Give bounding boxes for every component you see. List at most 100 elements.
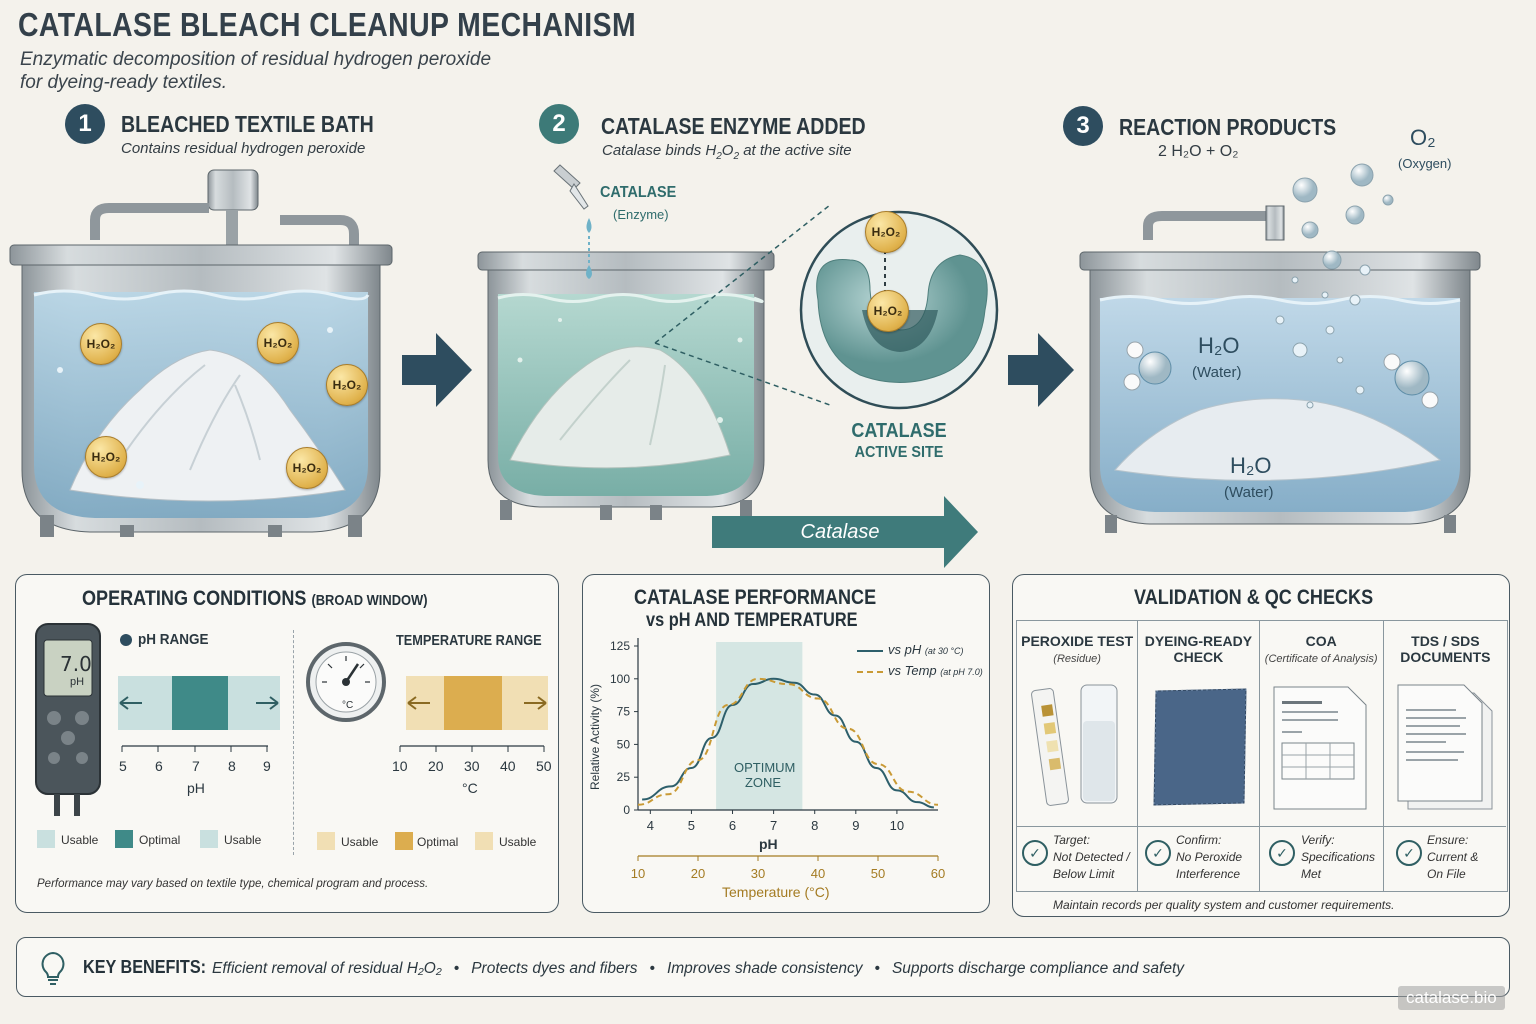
- temp-tick: 20: [428, 758, 444, 774]
- validation-note: Maintain records per quality system and …: [1053, 898, 1395, 912]
- qc-grid: PEROXIDE TEST (Residue) DYEING-READY CHE…: [1016, 620, 1508, 892]
- chart-xlabel-ph: pH: [759, 836, 778, 852]
- temp-axis-unit: °C: [462, 780, 478, 796]
- h2o2-molecule: H₂O₂: [257, 322, 299, 364]
- ph-tick: 7: [192, 758, 200, 774]
- step-3-number: 3: [1063, 106, 1103, 146]
- temp-tick: 50: [536, 758, 552, 774]
- active-site-label: CATALASE: [851, 420, 947, 442]
- legend-swatch-usable: [475, 832, 493, 850]
- arrow-1-icon: [402, 333, 472, 407]
- catalase-flow-arrow: [712, 496, 978, 568]
- validation-title: VALIDATION & QC CHECKS: [1134, 586, 1374, 609]
- oxygen-sublabel: (Oxygen): [1398, 156, 1452, 171]
- ph-axis-tick-label: 9: [852, 818, 859, 833]
- h2o2-bound-molecule: H₂O₂: [867, 290, 909, 332]
- water-label: H₂O: [1230, 453, 1272, 478]
- ph-axis-tick-label: 5: [688, 818, 695, 833]
- legend-usable: Usable: [61, 833, 99, 847]
- y-tick-label: 75: [617, 705, 631, 719]
- h2o2-molecule: H₂O₂: [865, 211, 907, 253]
- ph-meter-value: 7.0: [60, 652, 92, 676]
- water-sublabel: (Water): [1192, 364, 1242, 381]
- water-sublabel: (Water): [1224, 484, 1274, 501]
- qc-divider: [1016, 826, 1506, 827]
- legend-swatch-usable: [317, 832, 335, 850]
- temp-axis-tick-label: 50: [871, 866, 885, 881]
- qc-tds-sds: TDS / SDS DOCUMENTS: [1384, 621, 1507, 891]
- page-title: CATALASE BLEACH CLEANUP MECHANISM: [18, 6, 637, 43]
- page-subtitle: Enzymatic decomposition of residual hydr…: [20, 49, 492, 93]
- ph-axis-unit: pH: [187, 780, 205, 796]
- lightbulb-icon: [41, 951, 65, 985]
- h2o2-molecule: H₂O₂: [80, 323, 122, 365]
- oxygen-label: O₂: [1410, 125, 1436, 150]
- key-benefits-bar: [16, 937, 1510, 997]
- benefits-label: KEY BENEFITS:: [83, 957, 207, 977]
- qc-coa: COA (Certificate of Analysis): [1260, 621, 1384, 891]
- check-icon: ✓: [1396, 840, 1422, 866]
- ph-axis-tick-label: 6: [729, 818, 736, 833]
- series-line-ph: [642, 677, 934, 809]
- h2o2-molecule: H₂O₂: [326, 364, 368, 406]
- tank-3: [1079, 163, 1481, 533]
- step-2-number: 2: [539, 104, 579, 144]
- temp-tick: 10: [392, 758, 408, 774]
- y-tick-label: 50: [617, 737, 631, 751]
- temp-axis-tick-label: 10: [631, 866, 645, 881]
- step-2-title: CATALASE ENZYME ADDED: [601, 113, 866, 139]
- y-tick-label: 100: [610, 672, 630, 686]
- step-3-title: REACTION PRODUCTS: [1119, 114, 1337, 140]
- arrow-2-icon: [1008, 333, 1074, 407]
- catalase-arrow-label: Catalase: [800, 521, 880, 543]
- optimum-zone: [716, 642, 803, 810]
- info-icon: [120, 634, 132, 646]
- legend-swatch-usable: [200, 830, 218, 848]
- test-strip-icon: [1031, 684, 1118, 806]
- legend-line-ph: [857, 650, 883, 652]
- qc-foot-peroxide: Target:Not Detected /Below Limit: [1053, 833, 1130, 881]
- benefits-list: Efficient removal of residual H₂O₂• Prot…: [212, 960, 1185, 977]
- legend-swatch-usable: [37, 830, 55, 848]
- legend-line-temp: [857, 671, 883, 673]
- thermometer-gauge-icon: [306, 642, 386, 722]
- chart-xlabel-temp: Temperature (°C): [722, 884, 830, 900]
- temp-tick: 40: [500, 758, 516, 774]
- ph-axis-tick-label: 4: [647, 818, 654, 833]
- documents-icon: [1397, 684, 1493, 810]
- ph-tick: 6: [155, 758, 163, 774]
- benefit-item: Efficient removal of residual H₂O₂: [212, 960, 442, 977]
- ph-range-bar: [118, 676, 280, 752]
- chart-subtitle: vs pH AND TEMPERATURE: [646, 610, 858, 631]
- step-1-subtitle: Contains residual hydrogen peroxide: [121, 140, 366, 157]
- check-icon: ✓: [1145, 840, 1171, 866]
- ph-axis-tick-label: 8: [811, 818, 818, 833]
- operating-title: OPERATING CONDITIONS (BROAD WINDOW): [82, 587, 428, 610]
- series-line-temp: [637, 677, 939, 806]
- ph-axis-tick-label: 10: [890, 818, 904, 833]
- temp-range-bar: [399, 676, 548, 752]
- check-icon: ✓: [1022, 840, 1048, 866]
- ph-tick: 9: [263, 758, 271, 774]
- temp-range-title: TEMPERATURE RANGE: [396, 632, 542, 649]
- temp-axis-tick-label: 60: [931, 866, 945, 881]
- legend-swatch-optimal: [395, 832, 413, 850]
- step-1-number: 1: [65, 104, 105, 144]
- chart-ylabel: Relative Activity (%): [588, 683, 602, 791]
- y-tick-label: 0: [623, 803, 630, 817]
- legend-usable: Usable: [341, 835, 379, 849]
- legend-usable: Usable: [224, 833, 262, 847]
- ph-tick: 8: [228, 758, 236, 774]
- tank-2: [477, 164, 775, 520]
- process-illustration: [9, 163, 1481, 568]
- divider: [293, 630, 294, 855]
- certificate-document-icon: [1273, 686, 1367, 810]
- step-3-equation: 2 H₂O + O₂: [1158, 143, 1239, 160]
- step-1-title: BLEACHED TEXTILE BATH: [121, 111, 374, 137]
- legend-ph: vs pH (at 30 °C): [888, 642, 964, 657]
- qc-peroxide-test: PEROXIDE TEST (Residue): [1017, 621, 1139, 891]
